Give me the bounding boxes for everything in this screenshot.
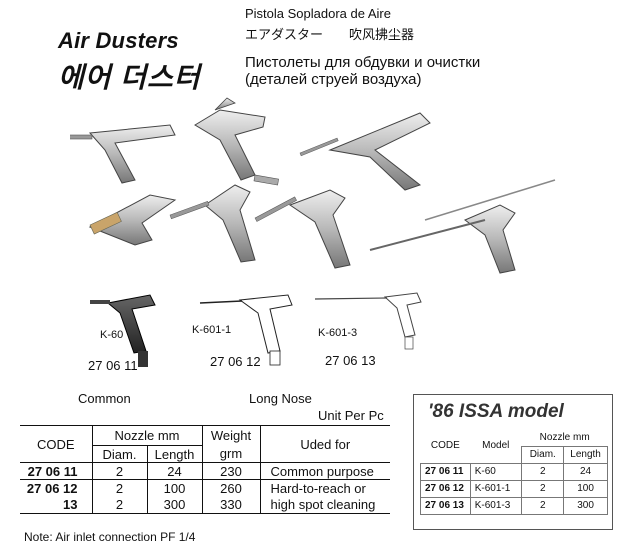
issa-header-diam: Diam. xyxy=(521,445,565,464)
table-row: 27 06 12 K-601-1 2 100 xyxy=(420,479,608,498)
product-title: Air Dusters xyxy=(58,28,179,53)
header-length: Length xyxy=(146,445,202,463)
issa-model-panel: '86 ISSA model CODE Model Nozzle mm Diam… xyxy=(413,394,613,530)
air-duster-photo-collage xyxy=(70,97,556,274)
model-label-k-60: K-60 xyxy=(100,329,124,341)
cell-length: 24 xyxy=(146,462,202,480)
header-used-for: Uded for xyxy=(259,425,390,463)
cell-used-for: Hard-to-reach or xyxy=(259,479,390,497)
air-duster-photo-1 xyxy=(70,124,176,184)
cell-weight: 260 xyxy=(201,479,260,497)
issa-header-length: Length xyxy=(563,445,608,464)
issa-cell-code: 27 06 12 xyxy=(420,479,471,498)
cell-used-for: high spot cleaning xyxy=(259,496,390,514)
issa-cell-code: 27 06 11 xyxy=(420,462,471,481)
issa-cell-model: K-60 xyxy=(469,462,523,481)
issa-cell-model: K-601-1 xyxy=(469,479,523,498)
issa-header-model: Model xyxy=(482,440,510,452)
k-601-1-drawing xyxy=(199,294,293,366)
cell-length: 300 xyxy=(146,496,202,514)
air-duster-photo-2 xyxy=(194,97,279,186)
header-nozzle: Nozzle mm xyxy=(91,425,202,446)
air-duster-photo-4 xyxy=(88,194,177,246)
product-title-korean: 에어 더스터 xyxy=(58,62,201,93)
model-label-k-601-3: K-601-3 xyxy=(318,327,358,339)
issa-cell-code: 27 06 13 xyxy=(420,496,471,515)
issa-cell-model: K-601-3 xyxy=(469,496,523,515)
k-60-drawing xyxy=(90,294,156,367)
title-spanish: Pistola Sopladora de Aire xyxy=(245,6,391,21)
air-duster-photo-3 xyxy=(299,112,431,191)
issa-cell-length: 300 xyxy=(563,496,608,515)
cell-diam: 2 xyxy=(91,479,147,497)
air-duster-photo-6 xyxy=(254,189,351,269)
cell-diam: 2 xyxy=(91,496,147,514)
issa-cell-diam: 2 xyxy=(521,479,565,498)
title-russian-line2: (деталей струей воздуха) xyxy=(245,71,422,88)
table-row: 27 06 11 K-60 2 24 xyxy=(420,462,608,481)
table-row: 27 06 13 K-601-3 2 300 xyxy=(420,496,608,515)
title-russian-line1: Пистолеты для обдувки и очистки xyxy=(245,54,481,71)
group-label-long-nose: Long Nose xyxy=(249,391,312,406)
table-row: 27 06 11 2 24 230 Common purpose xyxy=(20,462,390,480)
issa-title: '86 ISSA model xyxy=(428,401,564,422)
cell-diam: 2 xyxy=(91,462,147,480)
header-weight: Weight xyxy=(201,425,260,446)
cell-length: 100 xyxy=(146,479,202,497)
cell-code: 27 06 11 xyxy=(20,462,92,480)
issa-cell-length: 24 xyxy=(563,462,608,481)
cell-used-for: Common purpose xyxy=(259,462,390,480)
model-code-k-601-3: 27 06 13 xyxy=(325,353,376,368)
issa-header-nozzle: Nozzle mm xyxy=(539,431,590,443)
header-diam: Diam. xyxy=(91,445,147,463)
header-code: CODE xyxy=(20,425,92,463)
issa-cell-length: 100 xyxy=(563,479,608,498)
k-601-3-drawing xyxy=(314,292,422,350)
air-duster-photo-5 xyxy=(169,184,256,263)
issa-header-code: CODE xyxy=(430,440,460,452)
spec-table: CODE Nozzle mm Weight Uded for Diam. Len… xyxy=(20,425,390,514)
cell-weight: 230 xyxy=(201,462,260,480)
note-text: Note: Air inlet connection PF 1/4 xyxy=(24,530,196,544)
title-japanese-chinese: エアダスター 吹风拂尘器 xyxy=(245,27,415,42)
cell-code: 27 06 12 xyxy=(26,480,78,496)
issa-cell-diam: 2 xyxy=(521,496,565,515)
cell-weight: 330 xyxy=(201,496,260,514)
model-code-k-60: 27 06 11 xyxy=(88,358,138,373)
model-drawings xyxy=(90,292,422,367)
issa-cell-diam: 2 xyxy=(521,462,565,481)
model-code-k-601-1: 27 06 12 xyxy=(210,354,261,369)
cell-code: 13 xyxy=(20,496,92,514)
header-weight-unit: grm xyxy=(201,445,260,463)
issa-table: CODE Model Nozzle mm Diam. Length 27 06 … xyxy=(420,429,608,515)
unit-label: Unit Per Pc xyxy=(318,408,384,423)
group-label-common: Common xyxy=(78,391,131,406)
model-label-k-601-1: K-601-1 xyxy=(192,324,232,336)
table-row: 27 06 12 2 100 260 Hard-to-reach or xyxy=(20,479,390,497)
table-row: 13 2 300 330 high spot cleaning xyxy=(20,496,390,514)
air-duster-photo-7 xyxy=(369,179,556,274)
